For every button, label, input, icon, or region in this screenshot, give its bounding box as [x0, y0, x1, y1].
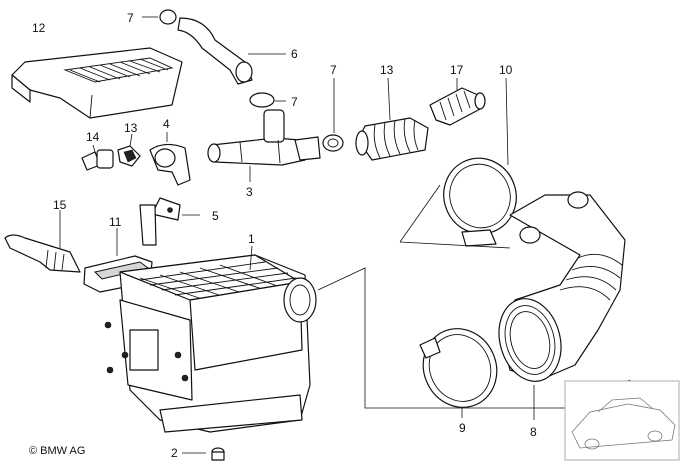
callout-7-right: 7	[330, 63, 337, 77]
part-17-connector[interactable]	[429, 78, 486, 126]
part-7-clamp-middle[interactable]	[249, 92, 286, 108]
part-6-hose[interactable]	[177, 17, 286, 85]
part-16-bellows[interactable]	[355, 77, 429, 161]
part-7-clamp-top[interactable]	[142, 9, 177, 25]
part-3-valve-tube[interactable]	[207, 109, 321, 182]
part-14-plug[interactable]	[81, 144, 114, 171]
callout-17: 17	[450, 63, 464, 77]
callout-5: 5	[212, 209, 219, 223]
callout-6: 6	[291, 47, 298, 61]
callout-2: 2	[171, 446, 178, 460]
callout-8: 8	[530, 425, 537, 439]
callout-14: 14	[86, 130, 100, 144]
part-15-intake-cover[interactable]	[11, 47, 183, 119]
callout-16: 13	[380, 63, 394, 77]
part-5-bracket[interactable]	[139, 197, 200, 246]
copyright-label: © BMW AG	[29, 445, 86, 457]
callout-11: 11	[109, 215, 122, 229]
callout-10: 10	[499, 63, 513, 77]
callout-3: 3	[246, 185, 253, 199]
callout-7-middle: 7	[291, 95, 298, 109]
callout-12: 15	[53, 198, 67, 212]
part-13-clip[interactable]	[117, 133, 141, 167]
part-10-clamp-ring[interactable]	[399, 77, 527, 249]
part-12-sleeve[interactable]	[4, 210, 81, 273]
car-thumbnail	[564, 380, 680, 461]
callout-labels: 12 7 6 7 7 13 17 10 14 13 4 3 5 15 11 1 …	[32, 11, 537, 460]
callout-7-top: 7	[127, 11, 134, 25]
callout-1: 1	[248, 232, 255, 246]
callout-15: 12	[32, 21, 46, 35]
callout-9: 9	[459, 421, 466, 435]
part-9-hose-clamp[interactable]	[410, 317, 509, 420]
part-1-air-flow-meter[interactable]	[104, 245, 317, 433]
part-8-intake-boot[interactable]	[490, 191, 626, 420]
part-7-clamp-right[interactable]	[322, 78, 344, 152]
part-2-nut[interactable]	[182, 447, 225, 461]
copyright-text: BMW AG	[40, 445, 86, 457]
callout-4: 4	[163, 117, 170, 131]
callout-13: 13	[124, 121, 138, 135]
part-4-holder[interactable]	[149, 132, 191, 186]
